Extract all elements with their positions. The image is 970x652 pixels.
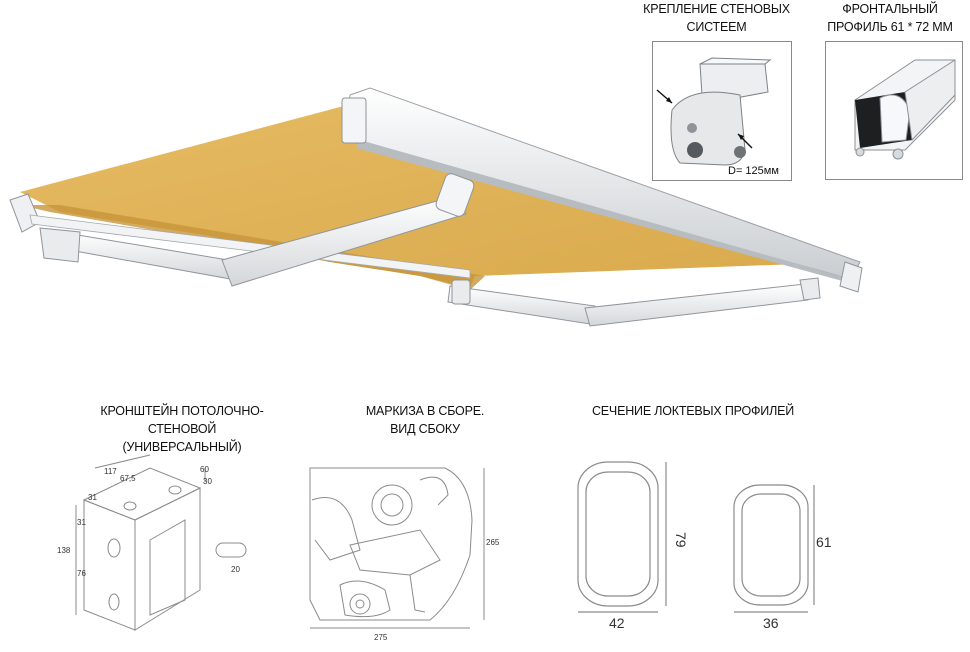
bracket-caption: КРОНШТЕЙН ПОТОЛОЧНО-СТЕНОВОЙ (УНИВЕРСАЛЬ… bbox=[100, 404, 264, 454]
section-b-width: 36 bbox=[763, 615, 779, 631]
cassette-endcap bbox=[341, 97, 367, 144]
assembly-dim-265: 265 bbox=[486, 538, 500, 547]
section-a-height: 79 bbox=[673, 532, 689, 548]
bracket-dim-138: 138 bbox=[57, 546, 71, 555]
bracket-dim-117: 117 bbox=[104, 467, 117, 476]
bracket-dim-20: 20 bbox=[231, 565, 240, 574]
front-profile-caption: ФРОНТАЛЬНЫЙ ПРОФИЛЬ 61 * 72 ММ bbox=[827, 2, 953, 34]
assembly-caption: МАРКИЗА В СБОРЕ. ВИД СБОКУ bbox=[365, 404, 485, 436]
elbow-section-caption: СЕЧЕНИЕ ЛОКТЕВЫХ ПРОФИЛЕЙ bbox=[591, 404, 795, 418]
bracket-dim-60: 60 bbox=[200, 465, 209, 474]
wall-mount-diameter: D= 125мм bbox=[728, 165, 779, 177]
section-b-height: 61 bbox=[816, 534, 832, 550]
section-a-width: 42 bbox=[609, 615, 625, 631]
bracket-dim-31b: 31 bbox=[77, 518, 86, 527]
awning-fabric bbox=[20, 103, 852, 288]
bracket-dim-31a: 31 bbox=[88, 493, 97, 502]
wall-mount-caption: КРЕПЛЕНИЕ СТЕНОВЫХ СИСТЕЕМ bbox=[643, 2, 790, 34]
assembly-dim-275: 275 bbox=[374, 633, 388, 642]
bracket-dim-67: 67,5 bbox=[120, 474, 136, 483]
bracket-dim-30: 30 bbox=[203, 477, 212, 486]
left-arm-upper bbox=[221, 195, 467, 287]
bracket-dim-76: 76 bbox=[77, 569, 86, 578]
